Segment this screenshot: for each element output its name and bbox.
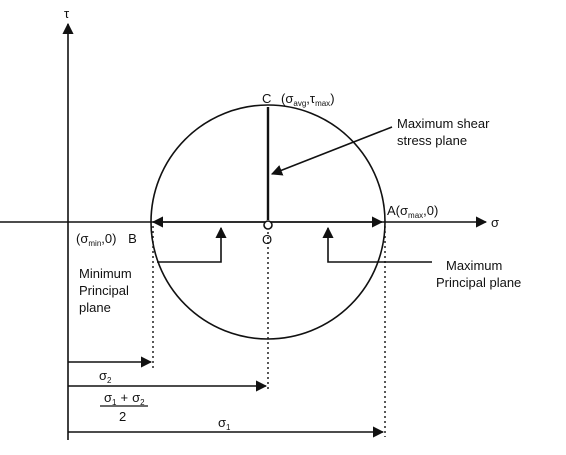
point-a-label: A(σmax,0): [387, 203, 438, 220]
dim-avg-numerator: σ1+σ2: [104, 390, 145, 407]
dim-avg-denominator: 2: [119, 409, 126, 424]
max-shear-leader: [270, 126, 393, 176]
tau-axis-label: τ: [64, 6, 70, 21]
max-principal-leader: [322, 226, 432, 263]
center-point-o: [263, 220, 273, 230]
point-c-label: C (σavg,τmax): [262, 91, 335, 108]
point-b-label: (σmin,0) B: [76, 231, 137, 248]
min-principal-leader: [157, 226, 227, 263]
max-principal-label: Maximum Principal plane: [436, 258, 521, 290]
sigma-axis-label: σ: [491, 215, 499, 230]
dim-sigma1-label: σ1: [218, 415, 231, 432]
max-shear-label: Maximum shear stress plane: [397, 116, 493, 148]
min-principal-label: Minimum Principal plane: [79, 266, 135, 315]
dim-sigma2-label: σ2: [99, 368, 112, 385]
center-label-o: O: [262, 232, 272, 247]
